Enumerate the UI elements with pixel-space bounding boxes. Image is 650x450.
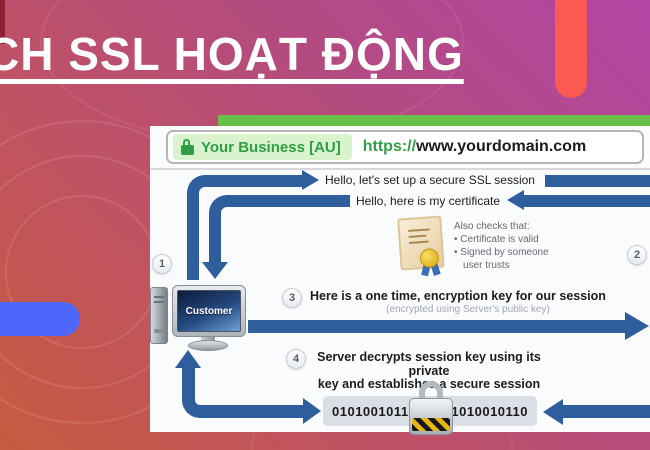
url-host: www.yourdomain.com	[416, 138, 587, 155]
computer-tower-icon	[150, 287, 168, 344]
site-badge-label: Your Business [AU]	[201, 138, 341, 156]
customer-monitor-icon: Customer	[172, 285, 246, 337]
url-scheme: https://	[362, 138, 417, 155]
step4-line1: Server decrypts session key using its pr…	[317, 350, 541, 378]
blue-accent-bar	[0, 302, 80, 336]
browser-separator	[150, 168, 650, 170]
binary-right: 01010010110	[443, 403, 528, 419]
page-title: CH SSL HOẠT ĐỘNG	[0, 28, 464, 80]
message1-elbow-arrow	[187, 175, 303, 280]
check-item-continued: user trusts	[463, 260, 510, 271]
certificate-checks: Also checks that: • Certificate is valid…	[454, 220, 549, 272]
arrowhead-up-icon	[175, 350, 201, 368]
step-badge-1: 1	[152, 254, 172, 274]
secure-session-elbow-arrow	[182, 368, 303, 418]
arrowhead-right-icon	[302, 170, 319, 190]
step3-subtext: (encrypted using Server's public key)	[386, 304, 550, 315]
session-padlock-icon	[409, 381, 453, 436]
step-badge-2: 2	[627, 245, 647, 265]
binary-left: 01010010110	[332, 403, 417, 419]
padlock-icon	[181, 139, 194, 155]
red-accent-bar	[555, 0, 587, 98]
message2-elbow-arrow	[209, 195, 350, 262]
green-accent-bar	[218, 115, 650, 126]
site-identity-badge: Your Business [AU]	[173, 134, 352, 160]
message1-server-bar	[545, 175, 650, 187]
arrowhead-right-icon	[303, 398, 321, 424]
message2-text: Hello, here is my certificate	[355, 194, 501, 208]
check-item: • Certificate is valid	[454, 234, 539, 245]
arrowhead-down-icon	[202, 262, 228, 279]
monitor-stand-base	[188, 340, 228, 351]
arrowhead-right-icon	[625, 312, 649, 340]
secure-session-server-bar	[563, 405, 650, 418]
step3-arrow-bar	[248, 320, 625, 333]
corner-accent	[0, 0, 5, 44]
step3-text: Here is a one time, encryption key for o…	[310, 289, 606, 303]
customer-label: Customer	[185, 305, 233, 317]
message2-server-bar	[524, 195, 650, 207]
url-text: https://www.yourdomain.com	[363, 138, 586, 156]
check-item: • Signed by someone	[454, 247, 549, 258]
arrowhead-left-icon	[543, 399, 563, 425]
certificate-icon	[397, 215, 447, 277]
arrowhead-left-icon	[507, 190, 524, 210]
browser-address-bar: Your Business [AU] https://www.yourdomai…	[166, 130, 644, 164]
step-badge-3: 3	[282, 288, 302, 308]
checks-heading: Also checks that:	[454, 221, 530, 232]
message1-text: Hello, let's set up a secure SSL session	[325, 173, 535, 187]
